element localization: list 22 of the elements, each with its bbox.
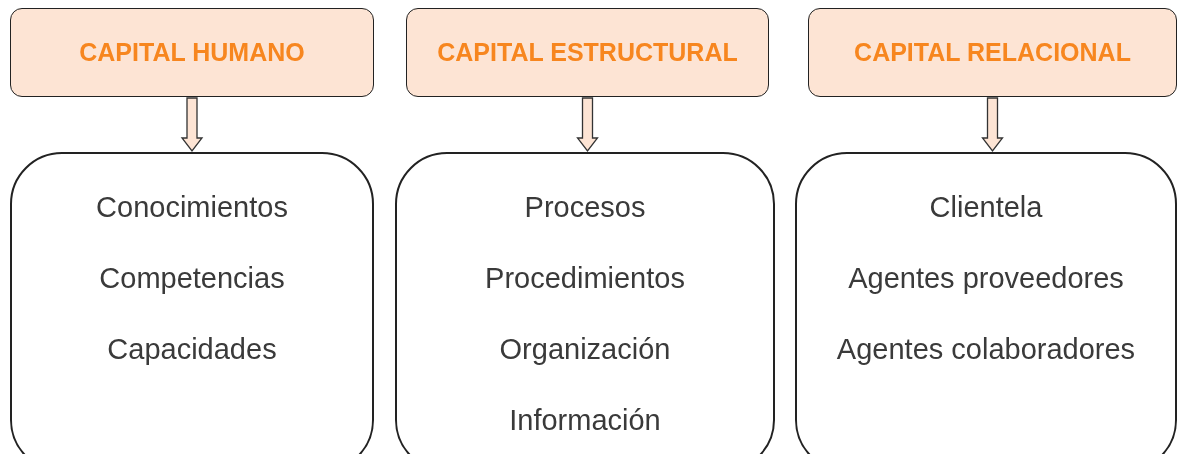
block-arrow xyxy=(180,97,204,153)
block-arrow xyxy=(576,97,599,153)
item-text: Organización xyxy=(499,332,671,366)
item-text: Agentes proveedores xyxy=(848,261,1124,295)
item-text: Procedimientos xyxy=(485,261,685,295)
header-text: CAPITAL ESTRUCTURAL xyxy=(437,38,738,67)
item-text: Procesos xyxy=(524,190,646,224)
item-text: Conocimientos xyxy=(96,190,288,224)
header-text: CAPITAL RELACIONAL xyxy=(854,38,1131,67)
item-text: Competencias xyxy=(99,261,285,295)
content-box xyxy=(795,152,1177,454)
item-text: Capacidades xyxy=(107,332,277,366)
block-arrow xyxy=(981,97,1004,153)
category-header-box xyxy=(406,8,769,97)
header-text: CAPITAL HUMANO xyxy=(79,38,305,67)
category-header-box xyxy=(10,8,374,97)
content-box xyxy=(395,152,775,454)
item-text: Clientela xyxy=(929,190,1043,224)
content-box xyxy=(10,152,374,454)
item-text: Información xyxy=(509,403,661,437)
category-header-box xyxy=(808,8,1177,97)
item-text: Agentes colaboradores xyxy=(836,332,1136,366)
